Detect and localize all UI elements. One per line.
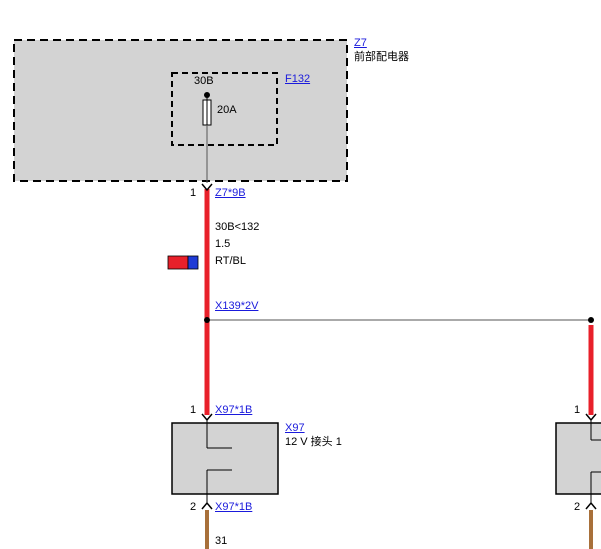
z7-9b-connector-link[interactable]: Z7*9B [215,187,246,199]
right-connector-box [555,422,601,495]
ground-signal-label: 31 [215,535,228,547]
wire-color-swatch-red [167,255,189,270]
z7-zone-link[interactable]: Z7 [354,37,367,49]
splice-dot-left [204,317,210,323]
right-out-pin-number: 2 [574,501,581,513]
z7-zone-name: 前部配电器 [354,51,409,63]
wire-color-code-label: RT/BL [215,255,246,267]
x97-connector-box [171,422,279,495]
fuse-rating-label: 20A [217,104,237,116]
x97-in-pin-number: 1 [190,404,197,416]
z7-pin-number: 1 [190,187,197,199]
z7-pin-chevron-icon [201,183,213,192]
splice-dot-right [588,317,594,323]
fuse-terminal-label: 30B [194,75,214,87]
x97-1b-top-link[interactable]: X97*1B [215,404,253,416]
x97-out-pin-number: 2 [190,501,197,513]
z7-zone-box [13,39,348,182]
x139-2v-splice-link[interactable]: X139*2V [215,300,259,312]
wire-signal-label: 30B<132 [215,221,260,233]
x97-1b-bottom-link[interactable]: X97*1B [215,501,253,513]
x97-connector-link[interactable]: X97 [285,422,305,434]
f132-fuse-box [171,72,278,146]
wire-color-swatch-blue [187,255,199,270]
wire-gauge-label: 1.5 [215,238,231,250]
f132-fuse-link[interactable]: F132 [285,73,311,85]
right-in-pin-number: 1 [574,404,581,416]
x97-connector-name: 12 V 接头 1 [285,436,342,448]
x97-out-chevron-icon [201,501,213,510]
